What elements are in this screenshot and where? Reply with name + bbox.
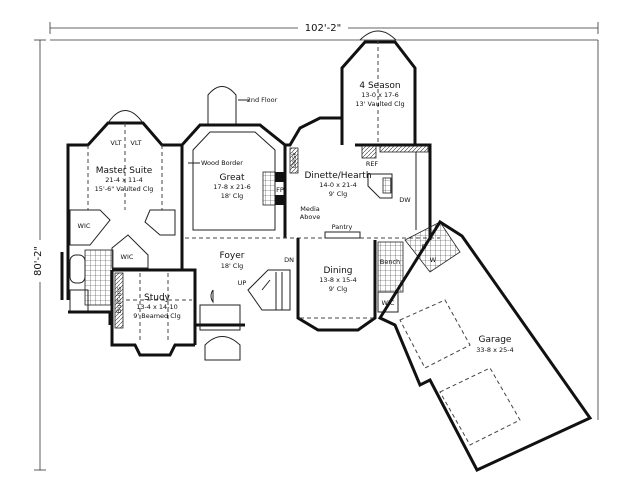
master-suite: VLT VLT Master Suite 21-4 x 11-4 15'-6" … — [60, 110, 184, 325]
svg-text:DW: DW — [399, 196, 411, 204]
svg-text:VLT: VLT — [130, 139, 141, 147]
svg-text:4 Season: 4 Season — [359, 81, 400, 91]
svg-text:9' Clg: 9' Clg — [329, 285, 347, 293]
svg-text:17-8 x 21-6: 17-8 x 21-6 — [213, 183, 250, 191]
svg-text:13-0 x 17-6: 13-0 x 17-6 — [361, 91, 398, 99]
svg-text:Study: Study — [144, 293, 171, 303]
svg-text:WIC: WIC — [121, 253, 134, 261]
svg-text:Above: Above — [300, 213, 320, 221]
svg-text:Built-ins: Built-ins — [115, 286, 123, 313]
svg-text:FP: FP — [276, 186, 284, 194]
svg-text:Wood Border: Wood Border — [201, 159, 243, 167]
svg-text:18' Clg: 18' Clg — [221, 262, 244, 270]
svg-text:Pantry: Pantry — [332, 223, 353, 231]
svg-text:Great: Great — [219, 173, 245, 183]
width-dimension: 102'-2" — [49, 20, 599, 34]
svg-text:Dining: Dining — [323, 266, 352, 276]
width-label: 102'-2" — [305, 23, 341, 34]
dinette-hearth: Desk REF DW Dinette/Hearth 14-0 x 21-4 9… — [285, 116, 432, 240]
second-floor-bay — [207, 86, 237, 125]
four-season-room: 4 Season 13-0 x 17-6 13' Vaulted Clg — [340, 30, 417, 145]
svg-text:REF: REF — [366, 160, 379, 168]
foyer: Foyer 18' Clg DN UP — [180, 238, 294, 361]
svg-text:Media: Media — [300, 205, 320, 213]
svg-text:14-0 x 21-4: 14-0 x 21-4 — [319, 181, 356, 189]
svg-text:VLT: VLT — [110, 139, 121, 147]
study: Built-ins Study 13-4 x 14-10 9' Beamed C… — [110, 268, 197, 357]
svg-text:Foyer: Foyer — [220, 251, 245, 261]
svg-text:UP: UP — [238, 279, 247, 287]
svg-text:Desk: Desk — [290, 152, 298, 168]
svg-text:13' Vaulted Clg: 13' Vaulted Clg — [355, 100, 404, 108]
svg-text:Garage: Garage — [479, 335, 512, 345]
great-room: Wood Border Great 17-8 x 21-6 18' Clg FP — [180, 123, 440, 239]
svg-text:13-8 x 15-4: 13-8 x 15-4 — [319, 276, 356, 284]
svg-text:9' Clg: 9' Clg — [329, 190, 347, 198]
svg-text:W: W — [430, 256, 437, 264]
svg-text:15'-6" Vaulted Clg: 15'-6" Vaulted Clg — [95, 185, 154, 193]
svg-text:18' Clg: 18' Clg — [221, 192, 244, 200]
svg-text:9' Beamed Clg: 9' Beamed Clg — [133, 312, 180, 320]
svg-text:WIC: WIC — [78, 222, 91, 230]
svg-text:13-4 x 14-10: 13-4 x 14-10 — [136, 303, 178, 311]
svg-text:DN: DN — [284, 256, 294, 264]
depth-dimension: 80'-2" — [30, 39, 46, 471]
depth-label: 80'-2" — [33, 246, 44, 276]
dining-room: Dining 13-8 x 15-4 9' Clg — [296, 238, 377, 332]
svg-text:Bench: Bench — [380, 258, 400, 266]
mudroom-laundry: Bench D W WIC — [377, 221, 461, 313]
svg-text:Dinette/Hearth: Dinette/Hearth — [304, 171, 371, 181]
svg-text:21-4 x 11-4: 21-4 x 11-4 — [105, 176, 142, 184]
svg-text:Master Suite: Master Suite — [96, 166, 153, 176]
svg-text:2nd Floor: 2nd Floor — [247, 96, 278, 104]
svg-text:33-8 x 25-4: 33-8 x 25-4 — [476, 346, 513, 354]
garage: Garage 33-8 x 25-4 — [377, 219, 593, 472]
